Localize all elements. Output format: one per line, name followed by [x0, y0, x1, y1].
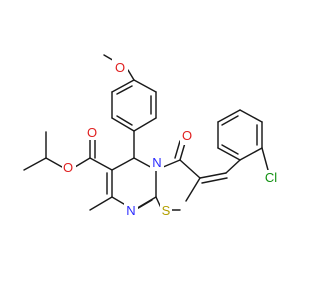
ring-nitrogen-label: N — [126, 203, 135, 218]
bond-exocyclic — [199, 172, 227, 179]
thiazolone-oxygen-label: O — [182, 128, 192, 143]
ester-group — [23, 131, 113, 171]
bond-exocyclic-2 — [201, 177, 228, 184]
structure-svg: O O O O N N S Cl — [23, 54, 278, 218]
bond-carbonyl-2 — [174, 140, 181, 159]
methoxyphenyl-ring — [111, 79, 157, 132]
chlorophenyl-ring — [217, 109, 263, 161]
ester-carbonyl-oxygen-label: O — [87, 125, 97, 140]
ester-oxygen-label: O — [63, 160, 73, 175]
bond-o-aryl — [127, 69, 135, 81]
bond-methyl-c7 — [89, 196, 113, 211]
bond-vinyl-aryl — [225, 159, 241, 174]
sulfur-label: S — [162, 203, 171, 218]
molecule-diagram: O O O O N N S Cl — [23, 54, 278, 218]
bond-carbonyl — [179, 142, 186, 161]
chlorine-label: Cl — [265, 170, 277, 185]
bridgehead-nitrogen-label: N — [152, 155, 161, 170]
bond-c-cl — [261, 147, 269, 171]
methoxy-oxygen-label: O — [115, 60, 125, 75]
